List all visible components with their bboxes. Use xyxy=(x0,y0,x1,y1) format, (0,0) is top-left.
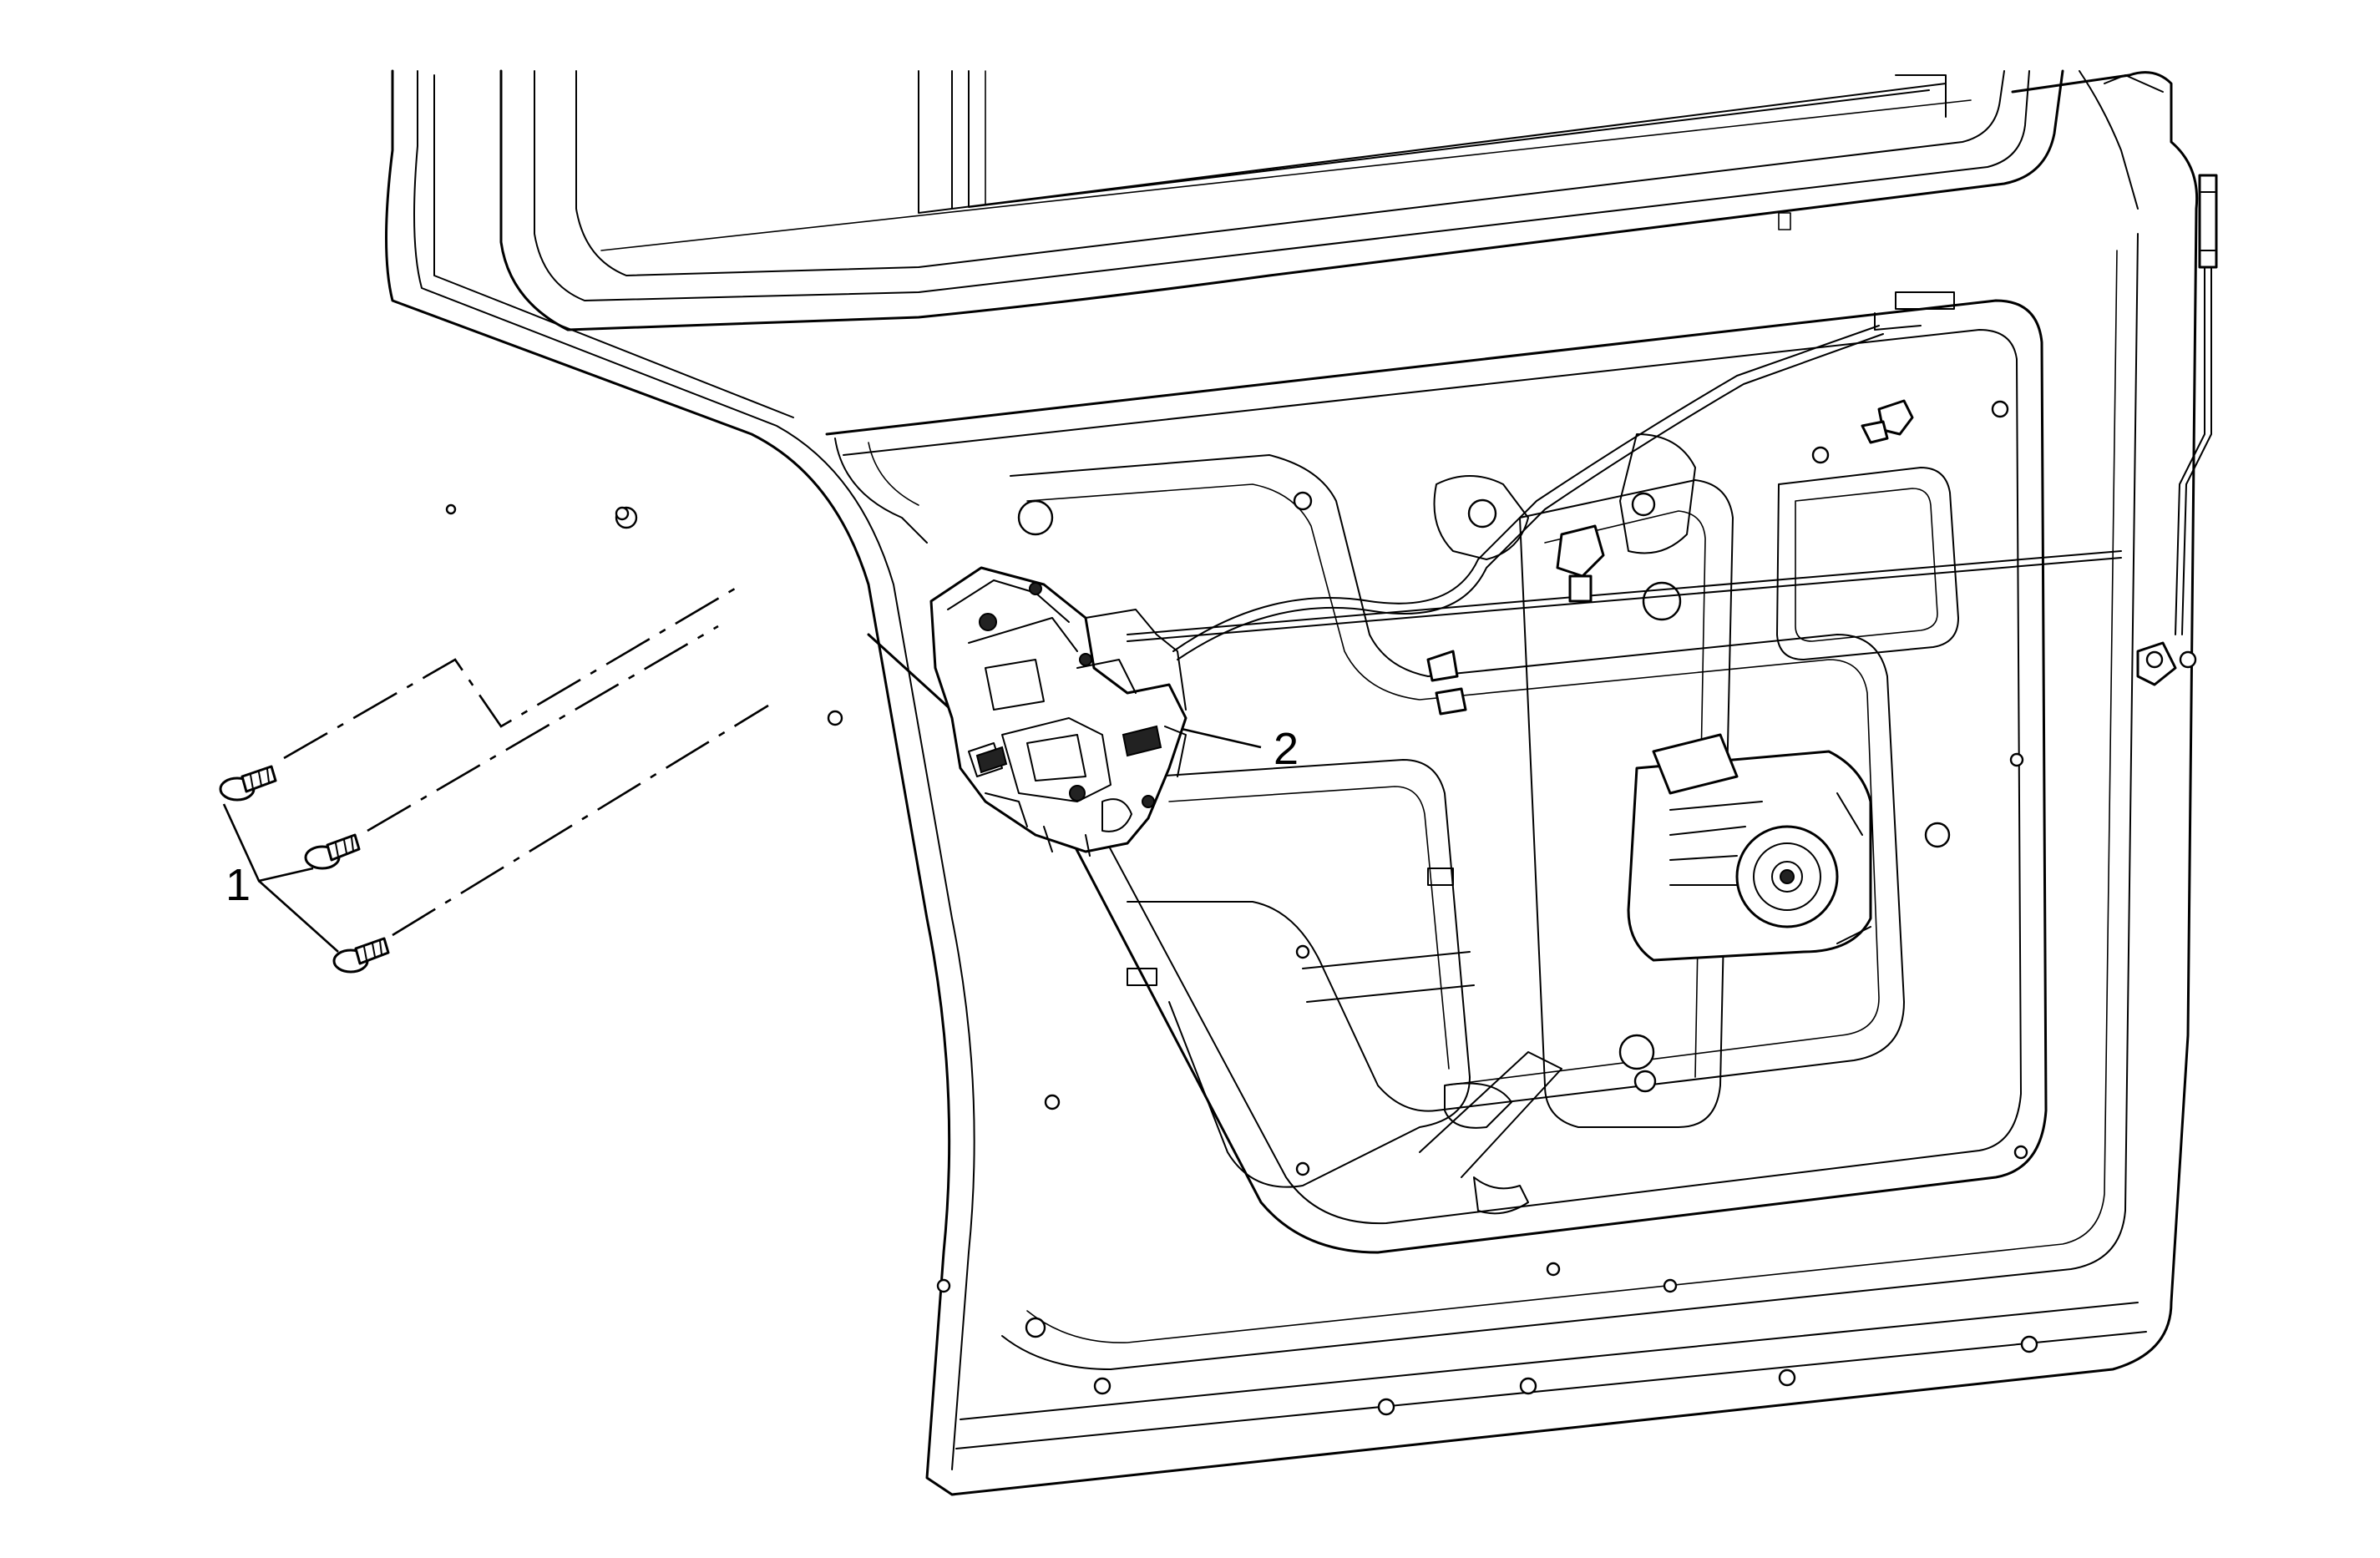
latch-screws xyxy=(219,765,390,974)
callout-1-leaders xyxy=(222,803,339,953)
callout-2-leader xyxy=(1181,727,1262,749)
door-rod-and-cable xyxy=(1127,174,2218,716)
screw-install-paths xyxy=(283,587,769,937)
callout-label-2: 2 xyxy=(1274,724,1299,774)
callout-label-1: 1 xyxy=(225,860,251,910)
door-latch-assembly xyxy=(929,566,1187,857)
door-frame-outline xyxy=(385,69,2199,1496)
screw-top xyxy=(219,765,277,802)
panel-holes xyxy=(445,400,2038,1416)
screw-bottom xyxy=(332,937,390,974)
screw-middle xyxy=(304,833,361,870)
window-regulator-motor xyxy=(1627,733,1872,962)
